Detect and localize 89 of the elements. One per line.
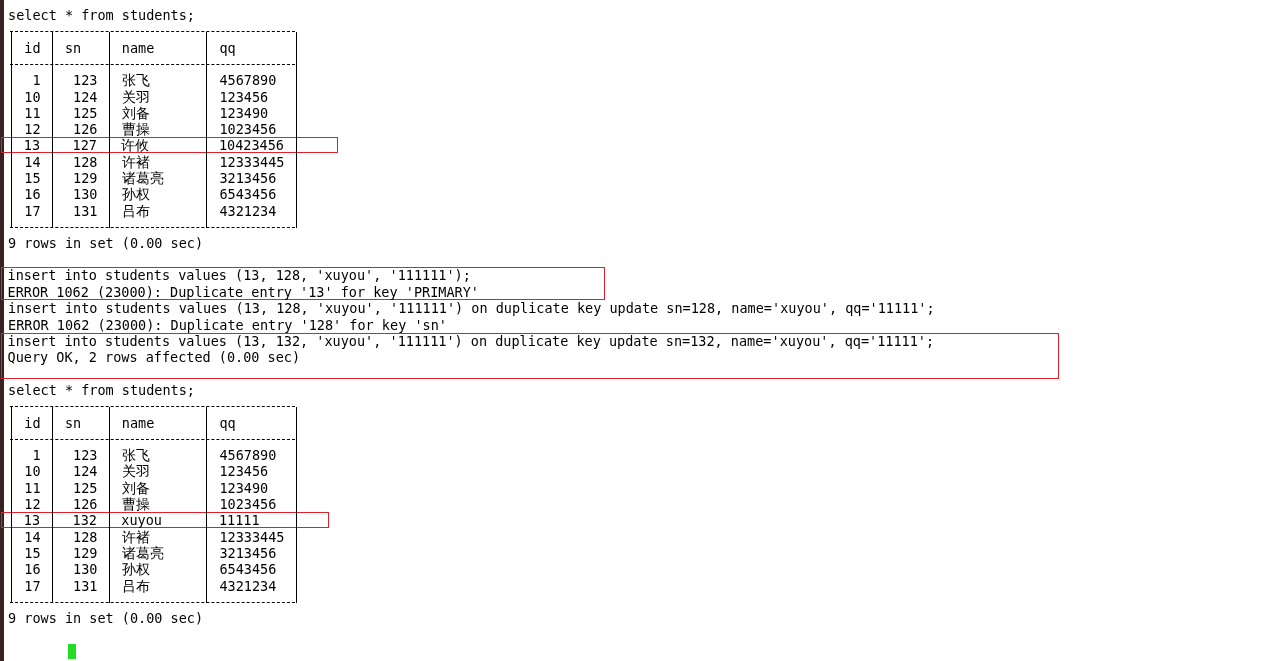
command-line: select * from students;: [8, 382, 195, 397]
table-cell: 123456: [219, 464, 269, 479]
column-header: qq: [219, 40, 236, 55]
table-cell: 11111: [218, 512, 260, 527]
highlight-frame: [1, 511, 329, 529]
column-header: id: [24, 415, 41, 430]
table-cell-text: 129: [72, 545, 98, 560]
terminal-line: insert into students values (13, 132, 'xuyou', '111111') on duplicate key update sn=132, name='xuyou', qq='11111';: [7, 333, 935, 348]
table-cell-text: 14: [23, 529, 41, 544]
table-cell-text: 125: [72, 105, 98, 120]
table-cell-text: 12: [23, 122, 41, 137]
table-cell: 关羽: [121, 464, 150, 479]
terminal-line: Query OK, 2 rows affected (0.00 sec): [7, 349, 301, 364]
table-cell: 诸葛亮: [121, 171, 164, 185]
table-cell: 刘备: [121, 480, 150, 495]
table-cell-text: 131: [72, 203, 98, 218]
command-line: select * from students;: [8, 8, 195, 22]
table-cell: 12333445: [219, 154, 285, 169]
column-header: name: [121, 40, 155, 55]
table-cell-text: 127: [71, 137, 97, 152]
table-cell-text: 10: [23, 89, 41, 104]
table-cell-text: 126: [72, 122, 98, 137]
terminal-line: ERROR 1062 (23000): Duplicate entry '13' for key 'PRIMARY': [7, 284, 479, 299]
table-cell: 4567890: [219, 73, 277, 88]
table-cell: 许攸: [121, 137, 150, 152]
error-message: ERROR 1062 (23000): Duplicate entry '128' for key 'sn': [8, 317, 447, 332]
highlight-frame: [1, 136, 338, 154]
table-cell: 刘备: [121, 105, 150, 120]
table-cell-text: 15: [23, 171, 41, 185]
table-cell: 123490: [219, 480, 269, 495]
table-cell-text: 17: [23, 578, 41, 593]
table-cell: 诸葛亮: [121, 545, 164, 560]
table-cell-text: 131: [72, 578, 98, 593]
table-cell-text: 11: [23, 105, 41, 120]
table-cell-text: 14: [23, 154, 41, 169]
table-cell-text: 10: [23, 464, 41, 479]
table-cell: 6543456: [219, 562, 277, 577]
table-cell: 4321234: [219, 578, 277, 593]
table-cell-text: 130: [72, 187, 98, 202]
highlight-frame: [1, 332, 1059, 380]
table-cell-text: 125: [72, 480, 98, 495]
command-line: insert into students values (13, 128, 'xuyou', '111111') on duplicate key update sn=128, name='xuyou', qq='11111';: [8, 301, 935, 316]
table-cell: 3213456: [219, 545, 277, 560]
table-cell: 孙权: [121, 562, 150, 577]
table-cell-text: 123: [72, 73, 98, 88]
highlight-frame: [1, 267, 605, 301]
table-cell: 12333445: [219, 529, 285, 544]
table-cell-text: 124: [72, 464, 98, 479]
column-header: sn: [64, 415, 82, 430]
table-cell-text: 132: [71, 512, 97, 527]
column-header: sn: [64, 40, 82, 55]
table-cell: 4567890: [219, 448, 277, 463]
table-cell: 1023456: [219, 122, 277, 137]
table-cell-text: 123: [72, 448, 98, 463]
table-cell: 6543456: [219, 187, 277, 202]
table-cell-text: 130: [72, 562, 98, 577]
table-cell-text: 12: [23, 497, 41, 511]
column-header: qq: [219, 415, 236, 430]
table-cell-text: 124: [72, 89, 98, 104]
table-cell: 10423456: [218, 137, 284, 152]
column-header: id: [24, 40, 41, 55]
table-cell: xuyou: [121, 512, 162, 527]
terminal-line: insert into students values (13, 128, 'xuyou', '111111');: [7, 268, 471, 283]
table-cell-text: 1: [31, 448, 41, 463]
table-cell-text: 126: [72, 497, 98, 511]
result-summary: 9 rows in set (0.00 sec): [8, 236, 204, 251]
table-cell: 4321234: [219, 203, 277, 218]
column-header: name: [121, 415, 155, 430]
table-cell: 关羽: [121, 89, 150, 104]
table-cell-text: 17: [23, 203, 41, 218]
table-cell-text: 15: [23, 545, 41, 560]
table-cell-text: 128: [72, 529, 98, 544]
table-cell: 吕布: [121, 578, 150, 593]
table-cell-text: 16: [23, 562, 41, 577]
table-cell-text: 13: [22, 137, 40, 152]
table-cell-text: 128: [72, 154, 98, 169]
table-cell: 123456: [219, 89, 269, 104]
table-cell: 123490: [219, 105, 269, 120]
table-cell: 孙权: [121, 187, 150, 202]
table-cell: 3213456: [219, 171, 277, 185]
table-cell: 张飞: [121, 448, 150, 463]
table-cell: 张飞: [121, 73, 150, 88]
table-cell-text: 16: [23, 187, 41, 202]
table-cell-text: 1: [31, 73, 41, 88]
table-cell-text: 13: [22, 512, 40, 527]
table-cell: 吕布: [121, 203, 150, 218]
result-summary: 9 rows in set (0.00 sec): [8, 611, 204, 626]
table-cell-text: 11: [23, 480, 41, 495]
table-cell-text: 129: [72, 171, 98, 185]
